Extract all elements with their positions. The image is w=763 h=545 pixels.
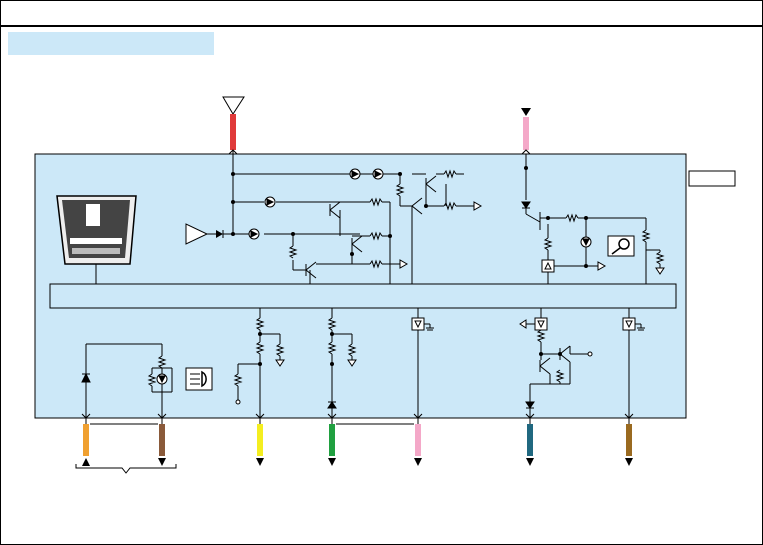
circuit-block-pink [411,308,434,418]
wire-bottom-pink [415,424,421,456]
circuit-block-green [327,308,357,418]
tailgate-lamp-icon [185,367,213,391]
wire-bottom-green [329,424,335,456]
circuit-block-teal [519,308,593,418]
header-bar [0,0,763,27]
diode-icon [216,230,223,238]
input-buffer-icon [185,223,209,245]
circuit-block-brown [622,308,645,418]
led-icon [156,168,592,385]
bottom-bracket [75,464,177,474]
transistor-icon [305,175,571,375]
immobilizer-key-icon [607,235,635,257]
wire-top-left-red [230,114,236,150]
top-right-arrow-icon [521,108,531,116]
wire-bottom-orange [83,424,89,456]
bottom-connector-pins [81,413,634,425]
remote-key-icon [56,195,137,265]
wire-top-right-pink [523,117,529,150]
wire-bottom-yellow [257,424,263,456]
bottom-arrow-icons [82,458,633,466]
circuit-block-tailgate [81,343,173,418]
antenna-icon [222,96,245,115]
internal-bus [49,283,677,309]
wire-bottom-brown2 [626,424,632,456]
circuit-block-right [521,154,665,284]
section-label [8,32,214,55]
module-label-box [688,170,736,187]
circuit-block-yellow [235,308,285,418]
wire-bottom-brown [159,424,165,456]
resistor-icon [147,169,665,387]
wire-bottom-teal [527,424,533,456]
